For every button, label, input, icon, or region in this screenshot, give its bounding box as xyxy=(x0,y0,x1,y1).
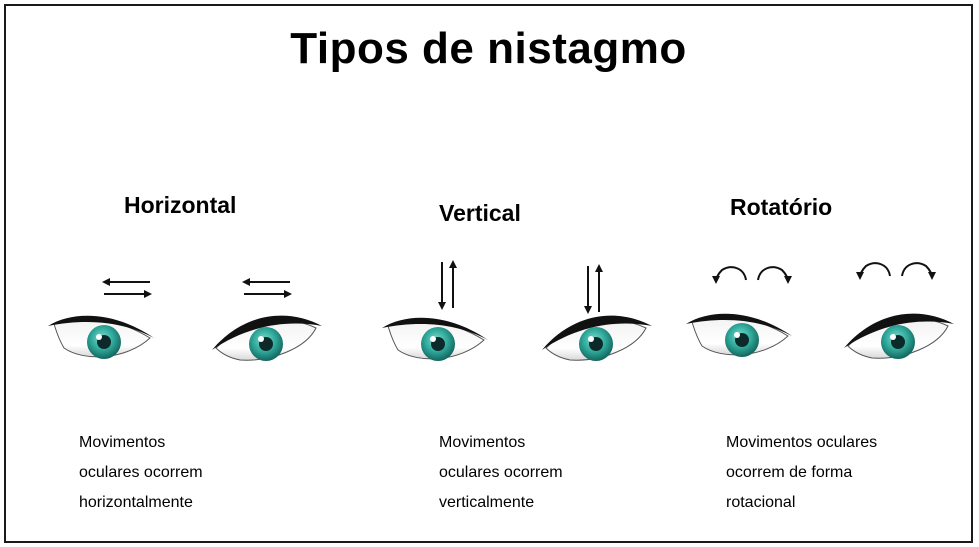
heading-rotatorio: Rotatório xyxy=(730,194,833,220)
description-horizontal: Movimentos oculares ocorrem horizontalme… xyxy=(79,434,203,511)
eye-icon xyxy=(212,315,322,361)
up-down-arrows-icon xyxy=(438,260,457,310)
description-vertical: Movimentos oculares ocorrem verticalment… xyxy=(439,434,563,511)
left-right-arrows-icon xyxy=(242,278,292,298)
eye-icon xyxy=(686,313,792,357)
diagram-frame: Tipos de nistagmo Horizontal Vertical Ro… xyxy=(4,4,973,543)
eyes-illustration xyxy=(48,260,954,361)
eye-icon xyxy=(542,315,652,361)
up-down-arrows-icon xyxy=(584,264,603,314)
heading-vertical: Vertical xyxy=(439,200,521,226)
heading-horizontal: Horizontal xyxy=(124,192,237,218)
rotation-arrows-icon xyxy=(712,266,792,284)
rotation-arrows-icon xyxy=(856,262,936,280)
left-right-arrows-icon xyxy=(102,278,152,298)
eye-icon xyxy=(48,315,154,359)
page-title: Tipos de nistagmo xyxy=(290,24,687,73)
eye-icon xyxy=(382,317,488,361)
description-rotatorio: Movimentos oculares ocorrem de forma rot… xyxy=(726,434,878,511)
eye-icon xyxy=(844,313,954,359)
